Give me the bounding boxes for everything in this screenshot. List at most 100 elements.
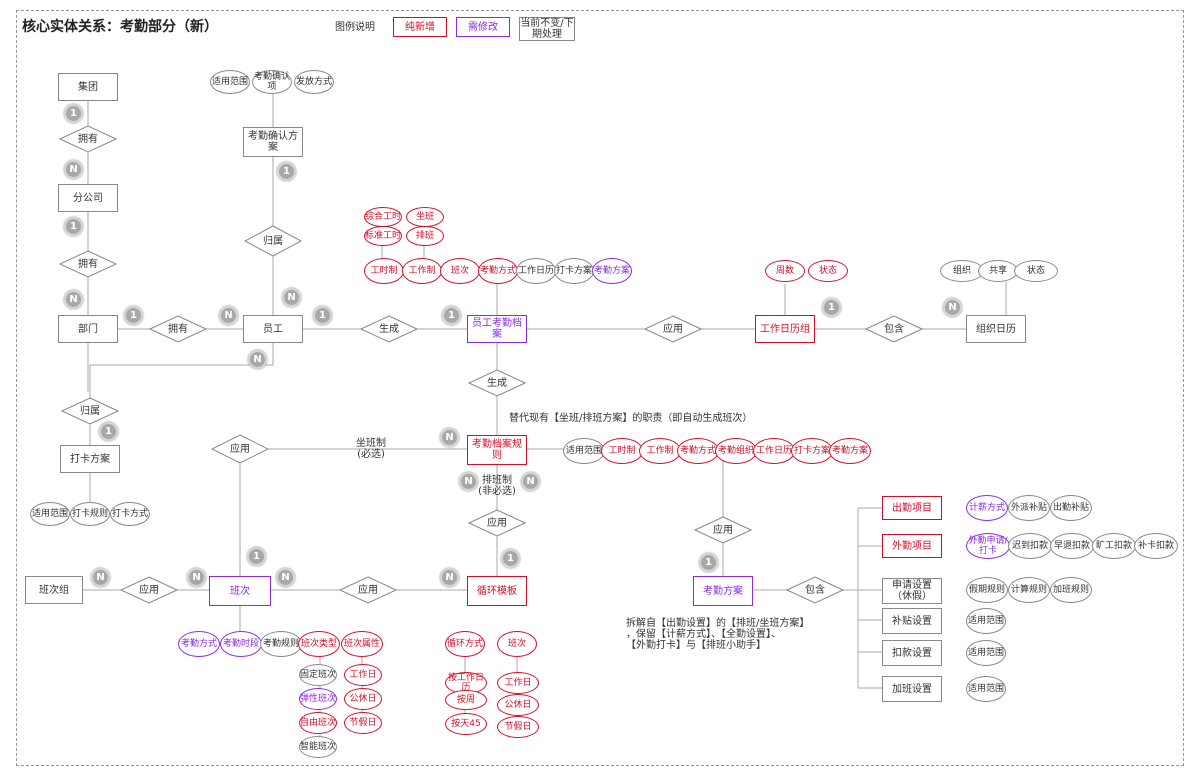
cardinality-badge-one: 1 xyxy=(313,306,332,325)
attribute-ellipse: 坐班 xyxy=(406,207,444,227)
relation-label: 包含 xyxy=(805,584,825,596)
attribute-ellipse: 外勤申请/打卡 xyxy=(966,533,1010,559)
attribute-ellipse: 考勤方案 xyxy=(592,258,632,284)
attribute-ellipse: 按周 xyxy=(445,690,487,710)
entity-confirm_plan: 考勤确认方案 xyxy=(243,127,303,157)
cardinality-badge-many: N xyxy=(187,568,206,587)
legend-modify: 需修改 xyxy=(456,17,510,37)
entity-dept: 部门 xyxy=(58,315,118,343)
relation-label: 应用 xyxy=(139,584,159,596)
entity-branch: 分公司 xyxy=(58,184,118,212)
attribute-ellipse: 考勤时段 xyxy=(220,631,262,657)
entity-ot_setting: 加班设置 xyxy=(882,676,942,702)
entity-group: 集团 xyxy=(58,73,118,101)
cardinality-badge-one: 1 xyxy=(501,549,520,568)
attribute-ellipse: 工作制 xyxy=(639,438,681,464)
attribute-ellipse: 打卡方式 xyxy=(110,502,150,526)
attribute-ellipse: 节假日 xyxy=(497,716,539,738)
attribute-ellipse: 考勤方式 xyxy=(478,258,518,284)
relation-r_emp_punch: 归属 xyxy=(61,397,119,425)
relation-label: 应用 xyxy=(713,524,733,536)
attribute-ellipse: 假期规则 xyxy=(966,577,1008,603)
attribute-ellipse: 适用范围 xyxy=(210,70,250,94)
relation-r_branch_dept: 拥有 xyxy=(59,250,117,278)
cardinality-badge-many: N xyxy=(440,428,459,447)
entity-cycle_template: 循环模板 xyxy=(467,576,527,606)
relation-r_emp_profile: 生成 xyxy=(360,315,418,343)
entity-leave_setting: 申请设置（休假） xyxy=(882,578,942,604)
attribute-ellipse: 计薪方式 xyxy=(966,495,1008,521)
attribute-ellipse: 固定班次 xyxy=(299,664,337,686)
relation-label: 生成 xyxy=(379,323,399,335)
diagram-frame xyxy=(16,10,1184,766)
relation-r_shift_cycle: 应用 xyxy=(339,576,397,604)
relation-r_scheme_items: 包含 xyxy=(786,576,844,604)
cardinality-badge-many: N xyxy=(943,298,962,317)
cardinality-badge-many: N xyxy=(459,472,478,491)
attribute-ellipse: 适用范围 xyxy=(563,438,605,464)
attribute-ellipse: 工作日历 xyxy=(516,258,556,284)
attribute-ellipse: 发放方式 xyxy=(294,70,334,94)
attribute-ellipse: 状态 xyxy=(808,260,848,282)
attribute-ellipse: 适用范围 xyxy=(30,502,70,526)
entity-out_item: 出勤项目 xyxy=(882,496,942,520)
cardinality-badge-one: 1 xyxy=(699,553,718,572)
attribute-ellipse: 外派补贴 xyxy=(1008,495,1050,521)
label-shift-mode: 排班制(非必选) xyxy=(478,475,516,497)
entity-punch_plan: 打卡方案 xyxy=(60,445,120,473)
entity-emp_profile: 员工考勤档案 xyxy=(467,315,527,343)
attribute-ellipse: 考勤方案 xyxy=(829,438,871,464)
attribute-ellipse: 适用范围 xyxy=(966,608,1006,634)
entity-ext_item: 外勤项目 xyxy=(882,534,942,558)
cardinality-badge-many: N xyxy=(64,160,83,179)
relation-r_group_shift: 应用 xyxy=(120,576,178,604)
attribute-ellipse: 状态 xyxy=(1014,260,1058,282)
attribute-ellipse: 班次类型 xyxy=(298,631,340,657)
entity-employee: 员工 xyxy=(243,315,303,343)
cardinality-badge-many: N xyxy=(219,306,238,325)
attribute-ellipse: 自由班次 xyxy=(299,712,337,734)
relation-r_rule_cycle: 应用 xyxy=(468,509,526,537)
attribute-ellipse: 适用范围 xyxy=(966,640,1006,666)
relation-label: 包含 xyxy=(884,323,904,335)
attribute-ellipse: 早退扣款 xyxy=(1050,533,1094,559)
cardinality-badge-many: N xyxy=(521,472,540,491)
attribute-ellipse: 旷工扣款 xyxy=(1092,533,1136,559)
entity-subsidy_setting: 补贴设置 xyxy=(882,608,942,634)
relation-label: 应用 xyxy=(663,323,683,335)
relation-label: 应用 xyxy=(358,584,378,596)
entity-shift: 班次 xyxy=(209,576,271,606)
attribute-ellipse: 节假日 xyxy=(344,712,382,734)
attribute-ellipse: 综合工时 xyxy=(364,207,402,227)
relation-label: 生成 xyxy=(487,377,507,389)
entity-profile_rule: 考勤档案规则 xyxy=(467,435,527,465)
attribute-ellipse: 标准工时 xyxy=(364,226,402,246)
relation-r_profile_rule: 生成 xyxy=(468,369,526,397)
cardinality-badge-one: 1 xyxy=(277,162,296,181)
cardinality-badge-many: N xyxy=(91,568,110,587)
attribute-ellipse: 周数 xyxy=(765,260,805,282)
note-profile: 替代现有【坐班/排班方案】的职责（即自动生成班次） xyxy=(509,412,753,424)
attribute-ellipse: 补卡扣款 xyxy=(1134,533,1178,559)
relation-label: 应用 xyxy=(230,443,250,455)
cardinality-badge-many: N xyxy=(276,568,295,587)
cardinality-badge-one: 1 xyxy=(64,104,83,123)
relation-label: 归属 xyxy=(80,405,100,417)
relation-r_emp_confirm: 归属 xyxy=(244,225,302,257)
attribute-ellipse: 工作制 xyxy=(402,258,442,284)
attribute-ellipse: 考勤方式 xyxy=(178,631,220,657)
relation-r_dept_emp: 拥有 xyxy=(149,315,207,343)
attribute-ellipse: 考勤确认项 xyxy=(252,70,292,94)
entity-workcal_group: 工作日历组 xyxy=(755,315,815,343)
relation-label: 拥有 xyxy=(78,258,98,270)
attribute-ellipse: 公休日 xyxy=(497,694,539,716)
note-scheme: 拆解自【出勤设置】的【排班/坐班方案】，保留【计薪方式】、【全勤设置】、【外勤打… xyxy=(626,617,810,651)
relation-r_profile_cal: 应用 xyxy=(644,315,702,343)
cardinality-badge-many: N xyxy=(282,288,301,307)
attribute-ellipse: 公休日 xyxy=(344,688,382,710)
diagram-title: 核心实体关系：考勤部分（新） xyxy=(22,18,218,35)
relation-r_rule_scheme: 应用 xyxy=(694,516,752,544)
attribute-ellipse: 共享 xyxy=(978,260,1018,282)
attribute-ellipse: 排班 xyxy=(406,226,444,246)
